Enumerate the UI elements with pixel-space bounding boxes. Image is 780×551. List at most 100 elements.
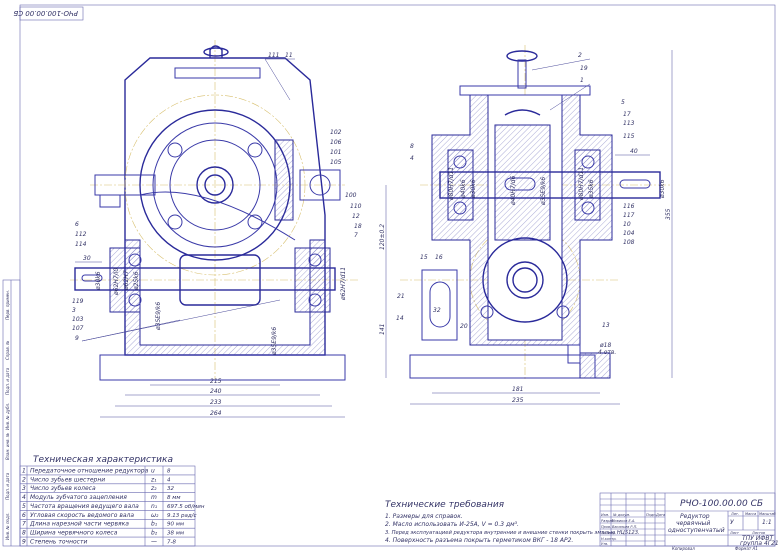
person: Васильев Р.П. bbox=[612, 525, 637, 529]
callout: 1 bbox=[580, 77, 584, 84]
role: Утв. bbox=[601, 542, 608, 546]
strip-label: Взам. инв. № bbox=[5, 433, 10, 460]
row-number: 4 bbox=[22, 494, 26, 501]
row-name: Длина нарезной части червяка bbox=[29, 521, 129, 528]
dim-32: 32 bbox=[433, 307, 441, 314]
dim-30: 30 bbox=[83, 255, 91, 262]
front-view: 215 240 233 264 30 ø30k6 ø62H7/l0 ø62H7 … bbox=[70, 40, 362, 418]
callout: 9 bbox=[75, 335, 79, 342]
diameter-label: ø80H7/d11 bbox=[578, 167, 585, 201]
header-mass: Масса bbox=[745, 512, 756, 516]
tech-req-item: 4. Поверхность разъема покрыть герметико… bbox=[385, 537, 573, 544]
callout: 101 bbox=[330, 149, 341, 156]
diameter-label: ø80H7/d11 bbox=[448, 167, 455, 201]
front-callouts: 111 11 102 106 101 105 100 110 12 18 7 6… bbox=[72, 52, 362, 342]
callout: 103 bbox=[72, 316, 84, 323]
lit-value: У bbox=[730, 519, 734, 526]
dim-264: 264 bbox=[210, 410, 222, 417]
header-sheet: Лист bbox=[729, 531, 740, 535]
callout: 102 bbox=[330, 129, 342, 136]
diameter-label: ø35E9/k6 bbox=[540, 177, 547, 206]
callout: 6 bbox=[75, 221, 79, 228]
row-number: 9 bbox=[22, 539, 26, 546]
row-value: 8 мм bbox=[167, 495, 181, 501]
callout: 15 bbox=[420, 254, 428, 261]
row-value: 4 bbox=[167, 477, 171, 483]
title-block: Изм. № докум. Подп. Дата Разраб. Пров. Т… bbox=[599, 492, 779, 551]
header-izm: Изм. bbox=[601, 513, 609, 517]
diameter-label: ø62H7/d11 bbox=[340, 267, 347, 301]
header-sign: Подп. bbox=[646, 513, 657, 517]
callout: 115 bbox=[623, 133, 635, 140]
row-value: 38 мм bbox=[167, 531, 184, 537]
tech-req-item: 3. Перед эксплуатацией редуктора внутрен… bbox=[385, 530, 640, 536]
row-symbol: z₁ bbox=[150, 476, 157, 483]
side-view: 181 235 40 355 120±0.2 141 32 ø18 4 отв.… bbox=[379, 45, 673, 405]
diameter-label: ø40k6 bbox=[460, 179, 467, 199]
callout: 20 bbox=[460, 323, 468, 330]
breather-cap bbox=[506, 50, 538, 62]
row-symbol: m bbox=[151, 494, 157, 501]
diameter-label: ø35k6 bbox=[588, 179, 595, 199]
side-strip bbox=[2, 279, 21, 547]
callout: 14 bbox=[396, 315, 404, 322]
header-scale: Масштаб bbox=[759, 512, 776, 516]
tech-requirements: Технические требования 1. Размеры для сп… bbox=[385, 500, 640, 544]
row-value: 7-8 bbox=[167, 540, 176, 546]
diameter-label: ø30k6 bbox=[95, 271, 102, 291]
row-name: Число зубьев шестерни bbox=[30, 476, 105, 483]
row-number: 7 bbox=[22, 521, 26, 528]
callout: 117 bbox=[623, 212, 635, 219]
callout: 5 bbox=[621, 99, 625, 106]
tech-req-title: Технические требования bbox=[385, 500, 505, 510]
header-lit: Лит. bbox=[730, 512, 739, 516]
worm bbox=[179, 254, 261, 306]
product-name: червячный bbox=[676, 520, 710, 527]
row-name: Частота вращения ведущего вала bbox=[30, 503, 139, 510]
dim-355: 355 bbox=[665, 208, 672, 220]
product-name: одноступенчатый bbox=[668, 527, 725, 534]
group: группа 4Г21 bbox=[740, 540, 779, 547]
strip-label: Подп. и дата bbox=[5, 472, 10, 500]
header-date: Дата bbox=[655, 513, 665, 517]
callout: 110 bbox=[350, 203, 362, 210]
row-value: 697.5 об/мин bbox=[167, 504, 205, 510]
row-number: 2 bbox=[22, 476, 26, 483]
callout: 19 bbox=[580, 65, 588, 72]
callout: 116 bbox=[623, 203, 635, 210]
row-number: 3 bbox=[22, 485, 26, 492]
row-number: 8 bbox=[22, 530, 26, 537]
callout: 18 bbox=[354, 223, 362, 230]
role: Разраб. bbox=[601, 519, 615, 523]
tech-char-title: Техническая характеристика bbox=[33, 455, 173, 465]
callout: 8 bbox=[410, 143, 414, 150]
diameter-label: ø40H7/d6 bbox=[510, 176, 517, 206]
row-symbol: n₁ bbox=[151, 503, 158, 510]
callout: 108 bbox=[623, 239, 635, 246]
role: Пров. bbox=[601, 525, 611, 529]
row-value: 8 bbox=[167, 468, 171, 474]
scale-value: 1:1 bbox=[762, 519, 772, 526]
callout: 100 bbox=[345, 192, 357, 199]
copied-label: Копировал bbox=[672, 546, 695, 551]
callout: 2 bbox=[578, 52, 582, 59]
role: Т.контр. bbox=[601, 531, 616, 535]
strip-label: Справ. № bbox=[5, 341, 10, 360]
diameter-label: ø35E9/k6 bbox=[271, 327, 278, 356]
strip-label: Перв. примен. bbox=[5, 290, 10, 320]
callout: 106 bbox=[330, 139, 342, 146]
mirrored-designation: РЧО-100.00.00 СБ bbox=[13, 9, 78, 17]
header-sheets: Листов bbox=[751, 531, 765, 535]
callout: 21 bbox=[397, 293, 405, 300]
row-number: 1 bbox=[22, 467, 26, 474]
callout: 119 bbox=[72, 298, 84, 305]
organization: ТПУ ИФВТ bbox=[742, 535, 775, 542]
drawing-frame bbox=[19, 4, 776, 547]
callout: 113 bbox=[623, 120, 635, 127]
row-name: Число зубьев колеса bbox=[30, 485, 96, 492]
callout: 10 bbox=[623, 221, 631, 228]
output-shaft bbox=[439, 171, 661, 199]
worm-wheel-section bbox=[494, 124, 551, 241]
side-callouts: 2 19 1 5 17 113 115 8 4 116 117 10 104 1… bbox=[396, 52, 635, 330]
